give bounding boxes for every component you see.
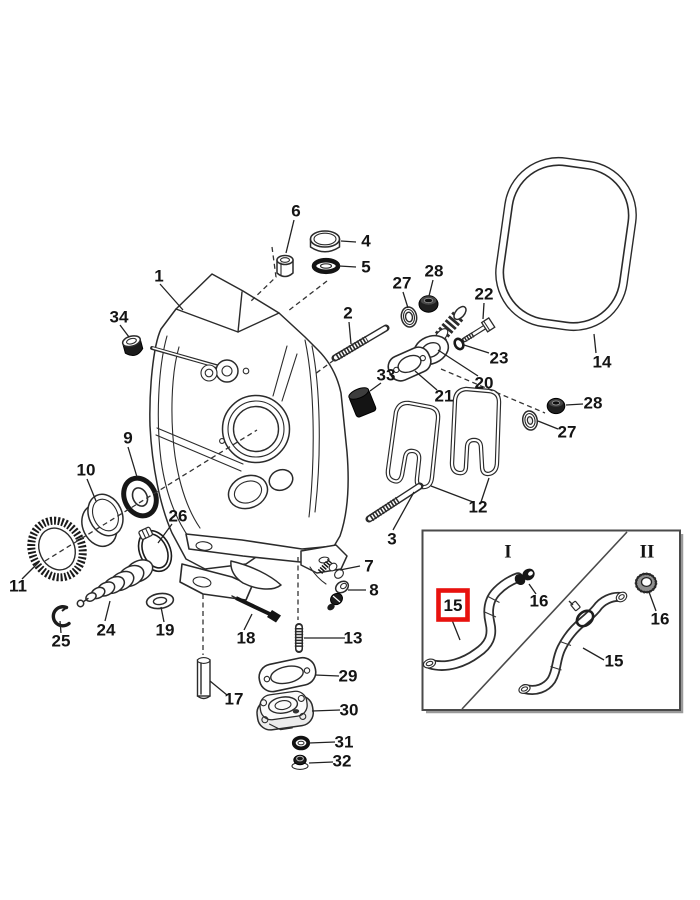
- housing-mount-flange: [179, 533, 348, 601]
- callout-2[interactable]: 2: [343, 304, 352, 323]
- callout-9[interactable]: 9: [123, 429, 132, 448]
- callout-19[interactable]: 19: [156, 621, 175, 640]
- hose-fitting-part-16-section-1: [514, 568, 535, 586]
- callout-8[interactable]: 8: [369, 581, 378, 600]
- retainer-clip-part-25: [51, 605, 71, 628]
- callout-4[interactable]: 4: [361, 232, 371, 251]
- horseshoe-gaskets-part-12: [385, 386, 502, 490]
- pin-part-17: [196, 657, 211, 700]
- highlight-rectangle[interactable]: [436, 588, 470, 622]
- stud-part-2: [331, 324, 390, 362]
- callout-27-left[interactable]: 27: [393, 274, 412, 293]
- alignment-dashed-lines: [44, 246, 546, 655]
- washer-part-27-left: [400, 306, 418, 328]
- fitting-part-8: [327, 580, 350, 611]
- gasket-part-21: [387, 346, 432, 382]
- bolt-part-22: [461, 317, 496, 343]
- callout-23[interactable]: 23: [490, 349, 509, 368]
- callout-1[interactable]: 1: [154, 267, 163, 286]
- o-ring-part-31: [291, 735, 311, 751]
- highlight-box-part-15[interactable]: [436, 588, 470, 622]
- nut-part-28-left: [418, 295, 439, 313]
- callout-28-right[interactable]: 28: [584, 394, 603, 413]
- callout-26[interactable]: 26: [169, 507, 188, 526]
- plug-part-34: [121, 335, 144, 357]
- hose-clamp-part-26: [137, 526, 173, 573]
- washer-part-27-right: [521, 410, 539, 431]
- callout-leader-lines: [21, 219, 657, 764]
- callout-labels: 1 2 3 4 5 6 7 8 9 10 11 12 13 14 17 18 1…: [9, 202, 669, 771]
- callout-24[interactable]: 24: [97, 621, 116, 640]
- cap-part-4: [309, 230, 341, 253]
- callout-22[interactable]: 22: [475, 285, 494, 304]
- callout-31[interactable]: 31: [335, 733, 354, 752]
- hose-part-15-section-1: [422, 572, 524, 671]
- ring-gear-part-11: [27, 516, 87, 582]
- callout-12[interactable]: 12: [469, 498, 488, 517]
- callout-21[interactable]: 21: [435, 387, 454, 406]
- washer-part-19: [145, 592, 175, 610]
- callout-18[interactable]: 18: [237, 629, 256, 648]
- plug-screw-part-7: [317, 558, 344, 579]
- callout-5[interactable]: 5: [361, 258, 370, 277]
- callout-7[interactable]: 7: [364, 557, 373, 576]
- o-ring-part-5: [311, 257, 341, 275]
- callout-3[interactable]: 3: [387, 530, 396, 549]
- screw-part-18: [231, 595, 281, 623]
- callout-30[interactable]: 30: [340, 701, 359, 720]
- callout-16-section-1[interactable]: 16: [530, 592, 549, 611]
- inset-divider-line: [461, 531, 628, 710]
- callout-13[interactable]: 13: [344, 629, 363, 648]
- nut-part-28-right: [546, 397, 566, 415]
- callout-15-section-2[interactable]: 15: [605, 652, 624, 671]
- stud-part-3: [365, 482, 424, 523]
- callout-34[interactable]: 34: [110, 308, 129, 327]
- callout-20[interactable]: 20: [475, 374, 494, 393]
- hose-part-15-section-2: [518, 591, 628, 695]
- inset-section-1-label: I: [504, 542, 511, 563]
- bellows-part-24: [76, 559, 154, 608]
- bushing-part-33: [348, 387, 377, 418]
- gasket-part-29: [258, 656, 317, 693]
- gimbal-housing-part-1: [149, 273, 349, 570]
- callout-16-section-2[interactable]: 16: [651, 610, 670, 629]
- callout-11[interactable]: 11: [9, 577, 27, 596]
- callout-33[interactable]: 33: [377, 366, 396, 385]
- callout-14[interactable]: 14: [593, 353, 612, 372]
- callout-27-right[interactable]: 27: [558, 423, 577, 442]
- ring-gasket-part-14: [495, 156, 637, 332]
- bushing-part-6: [276, 254, 294, 278]
- callout-17[interactable]: 17: [225, 690, 244, 709]
- inset-section-2-label: II: [640, 542, 655, 563]
- oil-seal-part-9: [121, 475, 159, 519]
- callout-29[interactable]: 29: [339, 667, 358, 686]
- callout-32[interactable]: 32: [333, 752, 352, 771]
- callout-25[interactable]: 25: [52, 632, 71, 651]
- callout-28-left[interactable]: 28: [425, 262, 444, 281]
- callout-6[interactable]: 6: [291, 202, 300, 221]
- bushing-part-16-section-2: [634, 572, 658, 594]
- pump-housing-part-30: [256, 690, 315, 731]
- callout-15-highlighted[interactable]: 15: [444, 596, 463, 615]
- nut-part-32: [291, 754, 309, 770]
- o-ring-part-23: [453, 337, 465, 351]
- hose-clamp-detail: [575, 609, 595, 628]
- callout-10[interactable]: 10: [77, 461, 96, 480]
